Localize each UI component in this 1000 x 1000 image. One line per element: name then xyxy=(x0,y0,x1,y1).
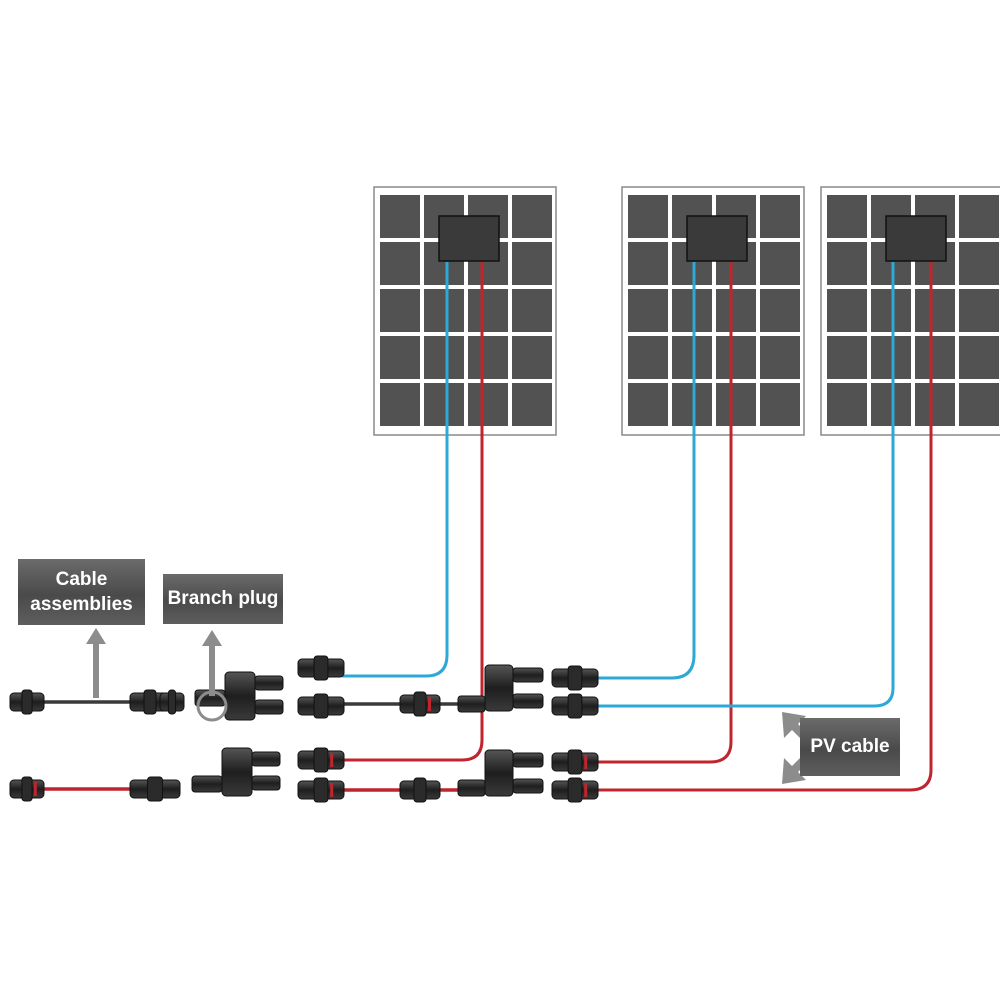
junction-box-icon xyxy=(885,215,947,262)
mc4-connector-icon xyxy=(9,689,45,715)
solar-panel-icon xyxy=(621,186,805,436)
solar-cell xyxy=(760,242,800,285)
branch-plug-arrow-icon xyxy=(196,630,228,722)
solar-cell xyxy=(512,195,552,238)
mc4-connectors xyxy=(9,655,599,803)
solar-cell xyxy=(628,195,668,238)
solar-cell xyxy=(760,383,800,426)
solar-cell xyxy=(672,336,712,379)
solar-cell xyxy=(672,289,712,332)
branch-plug-icon xyxy=(457,749,544,797)
solar-cell xyxy=(959,242,999,285)
mc4-connector-icon xyxy=(399,691,441,717)
solar-cell xyxy=(628,336,668,379)
mc4-connector-icon xyxy=(551,749,599,775)
branch-plug-icon xyxy=(191,747,281,797)
solar-cell xyxy=(871,336,911,379)
mc4-connector-icon xyxy=(551,777,599,803)
solar-cell xyxy=(871,383,911,426)
mc4-connector-icon xyxy=(129,776,181,802)
solar-cell xyxy=(827,336,867,379)
solar-cell xyxy=(760,195,800,238)
solar-cell xyxy=(760,289,800,332)
cable-assemblies-text: Cable assemblies xyxy=(30,569,133,615)
solar-cell xyxy=(468,336,508,379)
mc4-connector-icon xyxy=(297,777,345,803)
solar-cell xyxy=(628,289,668,332)
mc4-connector-icon xyxy=(159,689,185,715)
mc4-connector-icon xyxy=(551,665,599,691)
solar-cell xyxy=(827,195,867,238)
solar-cell xyxy=(512,383,552,426)
solar-cell xyxy=(628,383,668,426)
junction-box-icon xyxy=(438,215,500,262)
junction-box-icon xyxy=(686,215,748,262)
solar-cell xyxy=(915,289,955,332)
solar-cell xyxy=(959,336,999,379)
solar-cell xyxy=(915,383,955,426)
branch-plugs xyxy=(191,664,544,797)
solar-cell xyxy=(628,242,668,285)
solar-cell xyxy=(468,383,508,426)
solar-cell xyxy=(959,383,999,426)
mc4-connector-icon xyxy=(399,777,441,803)
cable-assemblies-label: Cable assemblies xyxy=(18,559,145,625)
branch-plug-icon xyxy=(457,664,544,713)
solar-cell xyxy=(380,383,420,426)
panel-1-negative-cable xyxy=(342,262,449,678)
solar-cell xyxy=(827,289,867,332)
solar-cell xyxy=(424,289,464,332)
solar-cell xyxy=(915,336,955,379)
mc4-connector-icon xyxy=(297,655,345,681)
panel-1-positive-cable xyxy=(342,262,484,762)
mc4-connector-icon xyxy=(551,693,599,719)
solar-cell xyxy=(959,289,999,332)
pv-cable-label: PV cable xyxy=(800,718,900,776)
solar-cell xyxy=(959,195,999,238)
solar-cell xyxy=(672,383,712,426)
panel-3-negative-cable xyxy=(598,262,895,708)
solar-cell xyxy=(716,336,756,379)
branch-plug-icon xyxy=(194,671,284,721)
solar-cell xyxy=(468,289,508,332)
solar-panel-icon xyxy=(820,186,1000,436)
solar-panel-icon xyxy=(373,186,557,436)
solar-cell xyxy=(424,383,464,426)
panel-2-negative-cable xyxy=(598,262,696,680)
solar-cell xyxy=(760,336,800,379)
solar-cell xyxy=(424,336,464,379)
solar-cell xyxy=(512,242,552,285)
solar-cell xyxy=(380,242,420,285)
branch-plug-text: Branch plug xyxy=(167,588,279,609)
cable-assemblies-arrow-icon xyxy=(86,628,106,698)
solar-panels xyxy=(373,186,1000,436)
solar-cell xyxy=(827,242,867,285)
solar-cell xyxy=(512,336,552,379)
branch-plug-label: Branch plug xyxy=(163,574,283,624)
solar-cell xyxy=(512,289,552,332)
solar-cell xyxy=(827,383,867,426)
solar-cell xyxy=(871,289,911,332)
solar-cell xyxy=(716,289,756,332)
mc4-connector-icon xyxy=(9,776,45,802)
panel-2-positive-cable xyxy=(598,262,733,764)
solar-cell xyxy=(380,195,420,238)
pv-cables xyxy=(342,262,933,792)
mc4-connector-icon xyxy=(297,693,345,719)
solar-cell xyxy=(380,336,420,379)
mc4-connector-icon xyxy=(297,747,345,773)
solar-cell xyxy=(716,383,756,426)
pv-cable-text: PV cable xyxy=(810,736,890,757)
solar-cell xyxy=(380,289,420,332)
panel-3-positive-cable xyxy=(598,262,933,792)
